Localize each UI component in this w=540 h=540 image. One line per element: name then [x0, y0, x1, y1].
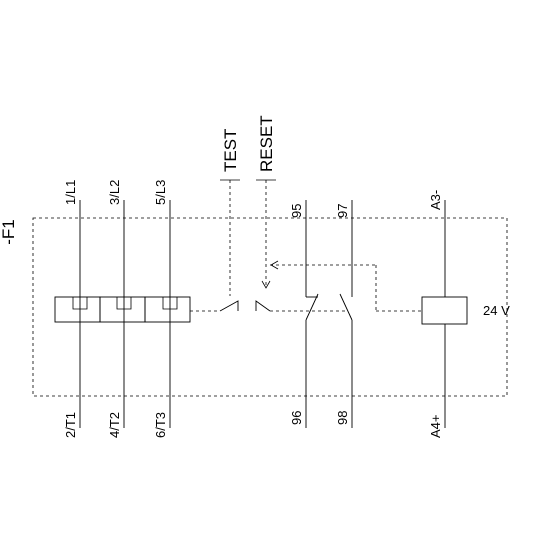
terminal-top-label: 95: [289, 204, 304, 218]
terminal-bottom-label: 96: [289, 411, 304, 425]
reset-arrow-icon: [261, 280, 271, 289]
remote-reset-arrow-icon: [270, 260, 279, 270]
device-tag: -F1: [0, 219, 18, 245]
terminal-top-label: 97: [335, 204, 350, 218]
bimetal-l2: [116, 297, 132, 310]
terminal-top-label: 5/L3: [153, 180, 168, 205]
terminal-bottom-label: 98: [335, 411, 350, 425]
terminal-top-label: A3-: [428, 190, 443, 210]
terminal-top-label: 3/L2: [107, 180, 122, 205]
reset-button-label: RESET: [257, 115, 276, 172]
terminal-bottom-label: A4+: [428, 415, 443, 439]
aux-95-blade: [305, 293, 319, 321]
test-latch-symbol: [219, 300, 239, 312]
terminal-bottom-label: 4/T2: [107, 412, 122, 438]
reset-latch-symbol: [255, 300, 271, 312]
enclosure-boundary: [32, 217, 508, 397]
reset-coil: [421, 296, 468, 325]
test-button-label: TEST: [221, 129, 240, 172]
terminal-bottom-label: 2/T1: [63, 412, 78, 438]
terminal-bottom-label: 6/T3: [153, 412, 168, 438]
thermal-element-l2: [99, 296, 146, 323]
thermal-element-l3: [144, 296, 191, 323]
bimetal-l3: [162, 297, 178, 310]
terminal-top-label: 1/L1: [63, 180, 78, 205]
thermal-element-l1: [54, 296, 101, 323]
aux-97-blade: [339, 293, 353, 321]
coil-voltage-label: 24 V: [483, 303, 510, 318]
bimetal-l1: [72, 297, 88, 310]
